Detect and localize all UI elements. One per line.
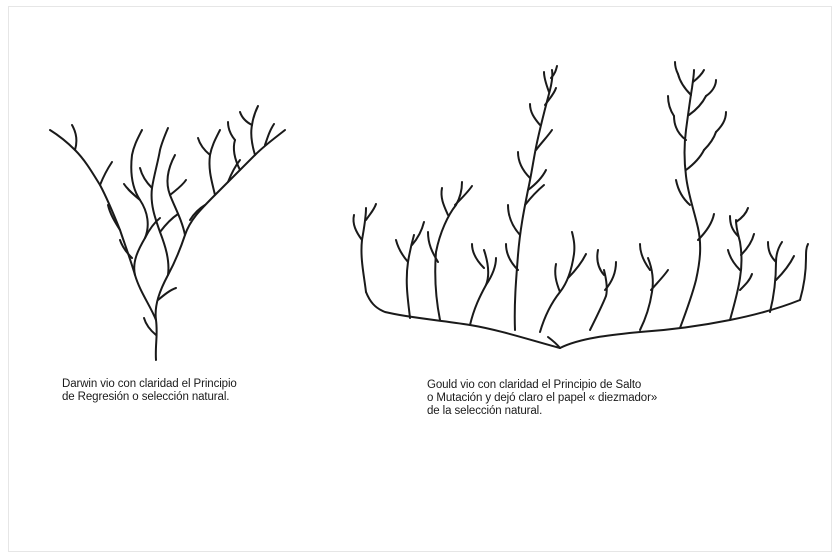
- gould-twig: [517, 151, 531, 179]
- gould-twig: [673, 115, 687, 141]
- gould-branch: [434, 181, 463, 321]
- gould-twig: [677, 73, 692, 96]
- gould-caption-line: de la selección natural.: [427, 405, 543, 417]
- gould-twig: [639, 243, 651, 271]
- gould-twig: [505, 243, 519, 271]
- darwin-twig: [227, 121, 236, 141]
- darwin-twig: [143, 317, 157, 336]
- darwin-trunk: [154, 129, 286, 361]
- gould-twig: [740, 233, 755, 256]
- gould-branch: [729, 219, 743, 321]
- darwin-caption-line: de Regresión o selección natural.: [62, 391, 230, 403]
- darwin-twig: [157, 287, 177, 301]
- gould-twig: [524, 184, 545, 206]
- gould-branch: [679, 69, 702, 329]
- gould-twig: [543, 71, 550, 93]
- gould-branch: [639, 257, 654, 331]
- darwin-caption-line: Darwin vio con claridad el Principio: [62, 378, 237, 390]
- gould-twig: [650, 269, 669, 291]
- darwin-twig: [139, 167, 153, 189]
- darwin-twig: [197, 137, 211, 156]
- gould-twig: [739, 273, 753, 291]
- darwin-twig: [71, 124, 78, 151]
- gould-twig: [550, 65, 558, 79]
- gould-twig: [427, 231, 439, 263]
- gould-twig: [440, 187, 449, 216]
- gould-twig: [352, 214, 363, 241]
- gould-base-line: [547, 336, 561, 349]
- gould-twig: [395, 239, 409, 263]
- gould-branch: [405, 234, 415, 319]
- gould-twig: [685, 149, 705, 171]
- gould-twig: [485, 257, 497, 286]
- gould-branch: [799, 243, 809, 301]
- gould-base-line: [365, 291, 561, 349]
- gould-twig: [715, 111, 727, 133]
- darwin-twig: [264, 123, 275, 146]
- darwin-twig: [107, 204, 121, 231]
- gould-caption: Gould vio con claridad el Principio de S…: [427, 379, 657, 418]
- gould-twig: [529, 103, 541, 126]
- darwin-twig: [169, 179, 187, 196]
- gould-branch: [589, 269, 608, 331]
- gould-twig: [535, 129, 553, 151]
- gould-twig: [544, 87, 557, 106]
- gould-twig: [735, 207, 749, 223]
- gould-twig: [527, 169, 547, 191]
- gould-twig: [604, 261, 617, 291]
- gould-twig: [674, 61, 679, 75]
- gould-twig: [727, 249, 741, 271]
- gould-twig: [365, 203, 377, 221]
- gould-branch: [513, 69, 554, 331]
- gould-base-line: [559, 299, 801, 349]
- gould-caption-line: o Mutación y dejó claro el papel « diezm…: [427, 392, 658, 404]
- darwin-branch: [232, 139, 241, 171]
- gould-twig: [705, 79, 717, 97]
- darwin-branch: [250, 105, 259, 156]
- gould-twig: [703, 131, 717, 151]
- darwin-caption: Darwin vio con claridad el Principio de …: [62, 378, 237, 404]
- gould-twig: [507, 204, 521, 236]
- gould-branch: [539, 231, 576, 333]
- gould-twig: [692, 69, 705, 83]
- darwin-twig: [144, 217, 161, 239]
- gould-tree: [352, 61, 809, 349]
- darwin-twig: [99, 161, 113, 186]
- darwin-twig: [159, 213, 179, 233]
- darwin-branch: [208, 129, 221, 196]
- darwin-branch: [130, 129, 149, 276]
- gould-twig: [411, 221, 425, 246]
- gould-twig: [775, 255, 795, 281]
- darwin-branch: [150, 127, 170, 276]
- darwin-twig: [189, 204, 206, 221]
- gould-twig: [688, 95, 707, 116]
- gould-twig: [767, 241, 777, 263]
- darwin-twig: [227, 159, 241, 183]
- figure-frame: [8, 6, 832, 552]
- gould-twig: [471, 243, 485, 269]
- gould-twig: [667, 95, 675, 117]
- gould-twig: [596, 249, 605, 276]
- gould-twig: [675, 179, 691, 206]
- gould-caption-line: Gould vio con claridad el Principio de S…: [427, 379, 642, 391]
- gould-twig: [554, 263, 561, 293]
- darwin-tree: [49, 105, 286, 361]
- darwin-branch: [49, 129, 157, 321]
- darwin-twig: [239, 111, 253, 126]
- gould-twig: [729, 215, 739, 237]
- gould-twig: [454, 185, 473, 206]
- gould-twig: [697, 213, 715, 241]
- gould-twig: [567, 253, 587, 279]
- darwin-twig: [123, 183, 141, 201]
- darwin-twig: [119, 239, 133, 259]
